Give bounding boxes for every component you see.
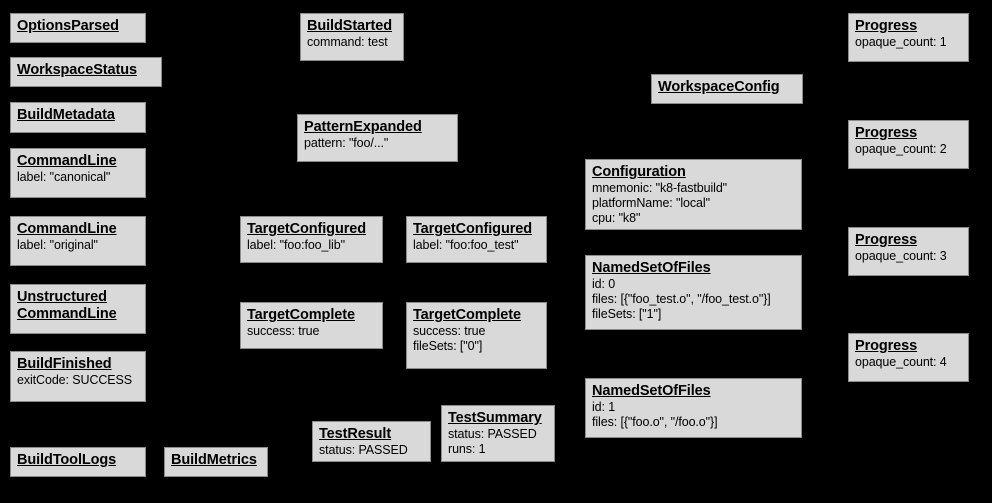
node-title: OptionsParsed bbox=[17, 18, 119, 34]
node-workspace-config[interactable]: WorkspaceConfig bbox=[651, 74, 803, 104]
node-title: PatternExpanded bbox=[304, 119, 422, 135]
node-fields: opaque_count: 4 bbox=[855, 355, 947, 369]
node-fields: success: true bbox=[247, 324, 320, 338]
node-build-metadata[interactable]: BuildMetadata bbox=[10, 102, 146, 133]
node-title: BuildFinished bbox=[17, 356, 112, 372]
node-fields: status: PASSED runs: 1 bbox=[448, 427, 537, 456]
node-fields: success: true fileSets: ["0"] bbox=[413, 324, 486, 353]
node-workspace-status[interactable]: WorkspaceStatus bbox=[10, 57, 162, 87]
node-fields: exitCode: SUCCESS bbox=[17, 373, 133, 387]
node-title: Progress bbox=[855, 18, 918, 34]
node-title: Progress bbox=[855, 125, 918, 141]
node-fields: pattern: "foo/..." bbox=[304, 136, 389, 150]
node-fields: command: test bbox=[307, 35, 388, 49]
node-title: Unstructured CommandLine bbox=[17, 289, 117, 322]
node-title: CommandLine bbox=[17, 153, 117, 169]
node-fields: label: "foo:foo_test" bbox=[413, 238, 519, 252]
node-fields: id: 0 files: [{"foo_test.o", "/foo_test.… bbox=[592, 277, 771, 321]
node-fields: opaque_count: 1 bbox=[855, 35, 947, 49]
node-fields: label: "canonical" bbox=[17, 170, 111, 184]
node-title: NamedSetOfFiles bbox=[592, 383, 711, 399]
node-fields: label: "original" bbox=[17, 238, 98, 252]
node-title: Progress bbox=[855, 338, 918, 354]
node-title: Configuration bbox=[592, 164, 686, 180]
node-build-tool-logs[interactable]: BuildToolLogs bbox=[10, 447, 146, 477]
node-title: CommandLine bbox=[17, 221, 117, 237]
node-title: TestResult bbox=[319, 426, 392, 442]
node-fields: opaque_count: 2 bbox=[855, 142, 947, 156]
node-title: WorkspaceStatus bbox=[17, 62, 137, 78]
node-title: WorkspaceConfig bbox=[658, 79, 780, 95]
node-fields: mnemonic: "k8-fastbuild" platformName: "… bbox=[592, 181, 728, 225]
node-title: Progress bbox=[855, 232, 918, 248]
node-title: TargetConfigured bbox=[247, 221, 366, 237]
node-title: BuildToolLogs bbox=[17, 452, 117, 468]
node-title: NamedSetOfFiles bbox=[592, 260, 711, 276]
node-title: TargetConfigured bbox=[413, 221, 532, 237]
node-options-parsed[interactable]: OptionsParsed bbox=[10, 13, 146, 43]
node-fields: label: "foo:foo_lib" bbox=[247, 238, 345, 252]
node-title: BuildStarted bbox=[307, 18, 393, 34]
node-fields: id: 1 files: [{"foo.o", "/foo.o"}] bbox=[592, 400, 718, 429]
node-title: TargetComplete bbox=[247, 307, 355, 323]
node-unstructured-command-line[interactable]: Unstructured CommandLine bbox=[10, 284, 146, 334]
node-title: BuildMetadata bbox=[17, 107, 115, 123]
node-fields: status: PASSED bbox=[319, 443, 408, 457]
node-title: BuildMetrics bbox=[171, 452, 257, 468]
node-title: TargetComplete bbox=[413, 307, 521, 323]
node-title: TestSummary bbox=[448, 410, 542, 426]
node-build-metrics[interactable]: BuildMetrics bbox=[164, 447, 268, 477]
node-fields: opaque_count: 3 bbox=[855, 249, 947, 263]
